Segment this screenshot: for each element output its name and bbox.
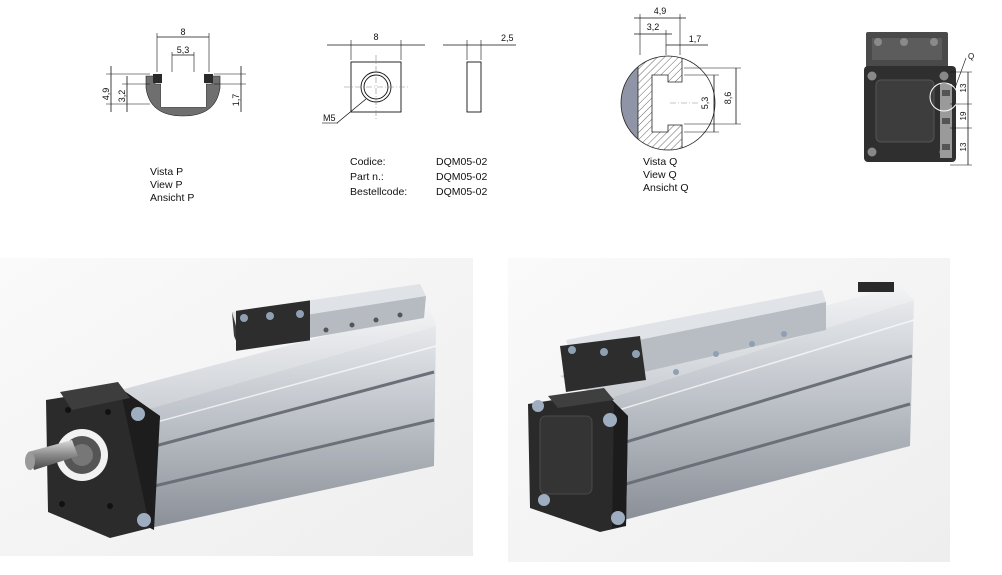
actuator-photo-left [0, 258, 473, 556]
view-q-label-it: Vista Q [643, 156, 677, 168]
dim-p-left-outer: 4,9 [101, 88, 111, 101]
end-view-drawing [864, 32, 972, 166]
dim-p-right: 1,7 [231, 94, 241, 107]
code-value-en: DQM05-02 [436, 171, 488, 183]
view-p-label-de: Ansicht P [150, 192, 194, 204]
dim-p-inner: 5,3 [177, 45, 190, 55]
code-value-de: DQM05-02 [436, 186, 488, 198]
code-value-it: DQM05-02 [436, 156, 488, 168]
dim-end-c: 13 [959, 142, 968, 151]
dim-q-top-outer: 4,9 [654, 6, 667, 16]
dim-end-a: 13 [959, 83, 968, 92]
view-p-label-it: Vista P [150, 166, 183, 178]
dim-q-top-right: 1,7 [689, 34, 702, 44]
view-q-label-en: View Q [643, 169, 677, 181]
dim-p-left-inner: 3,2 [117, 90, 127, 103]
nut-drawing [322, 40, 516, 124]
view-q-drawing [620, 14, 741, 151]
dim-plate-thickness: 2,5 [501, 33, 514, 43]
dim-end-b: 19 [959, 111, 968, 120]
view-p-drawing [106, 33, 246, 117]
dim-q-slot: 5,3 [700, 97, 710, 110]
view-p-label-en: View P [150, 179, 183, 191]
dim-nut-width: 8 [373, 32, 378, 42]
dim-q-height: 8,6 [723, 92, 733, 105]
actuator-photo-right [508, 258, 950, 562]
view-q-label-de: Ansicht Q [643, 182, 689, 194]
code-label-en: Part n.: [350, 171, 384, 183]
dim-end-q: Q [968, 52, 974, 61]
dim-nut-thread: M5 [323, 113, 336, 123]
code-label-it: Codice: [350, 156, 386, 168]
code-label-de: Bestellcode: [350, 186, 407, 198]
dim-q-top-inner: 3,2 [647, 22, 660, 32]
dim-p-top: 8 [180, 27, 185, 37]
